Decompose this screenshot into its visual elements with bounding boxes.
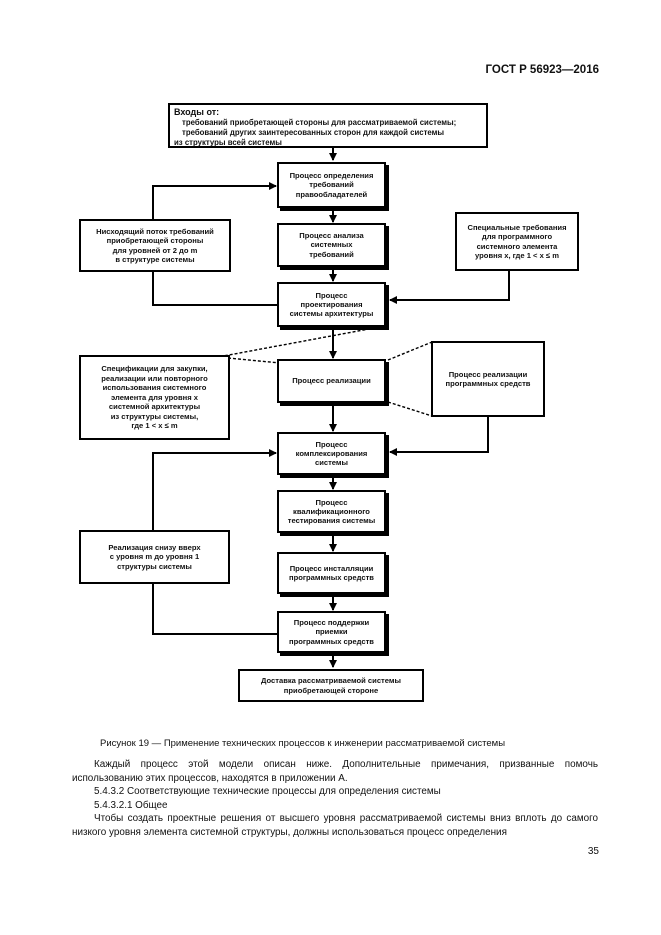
dashed-p4-to-right-top bbox=[387, 341, 433, 361]
side-label: структуры системы bbox=[117, 561, 192, 571]
dashed-spec-to-p4 bbox=[227, 357, 281, 364]
software-implementation-box: Процесс реализации программных средств bbox=[431, 341, 545, 417]
process-integration: Процесс комплексирования системы bbox=[277, 432, 386, 475]
process-label: программных средств bbox=[289, 636, 374, 646]
inputs-line-1: требований приобретающей стороны для рас… bbox=[182, 118, 457, 128]
figure-caption: Рисунок 19 — Применение технических проц… bbox=[100, 738, 506, 749]
process-stakeholder-requirements: Процесс определения требований правообла… bbox=[277, 162, 386, 208]
side-label: с уровня m до уровня 1 bbox=[109, 552, 200, 562]
paragraph: Каждый процесс этой модели описан ниже. … bbox=[72, 759, 598, 784]
process-label: Процесс инсталляции bbox=[289, 563, 374, 573]
inputs-line-3: из структуры всей системы bbox=[174, 137, 282, 147]
inputs-line-2: требований других заинтересованных сторо… bbox=[182, 127, 445, 137]
process-label: Процесс определения bbox=[289, 171, 374, 181]
side-label: приобретающей стороны bbox=[106, 236, 204, 246]
side-label: для уровней от 2 до m bbox=[112, 245, 198, 255]
delivery-label: приобретающей стороне bbox=[283, 685, 379, 695]
process-label: комплексирования bbox=[295, 448, 368, 458]
side-label: Спецификации для закупки, bbox=[101, 364, 208, 374]
side-label: где 1 < x ≤ m bbox=[131, 421, 178, 431]
process-label: приемки bbox=[315, 627, 348, 637]
process-label: квалификационного bbox=[293, 506, 370, 516]
inputs-title: Входы от: bbox=[174, 107, 220, 117]
process-label: программных средств bbox=[289, 573, 374, 582]
right-mid-to-p5 bbox=[389, 417, 489, 456]
requirements-flowdown-box: Нисходящий поток требований приобретающе… bbox=[79, 219, 231, 272]
process-requirements-analysis: Процесс анализа системных требований bbox=[277, 223, 386, 267]
process-label: системы bbox=[314, 458, 349, 468]
dashed-p3-to-spec bbox=[217, 325, 386, 358]
side-label: Реализация снизу вверх bbox=[108, 542, 201, 552]
side-label: Процесс реализации bbox=[448, 369, 528, 379]
process-label: правообладателей bbox=[295, 189, 368, 199]
subsection-heading: 5.4.3.2.1 Общее bbox=[94, 799, 168, 811]
side-label: из структуры системы, bbox=[110, 411, 199, 421]
special-requirements-box: Специальные требования для программного … bbox=[455, 212, 579, 271]
side-label: в структуре системы bbox=[115, 254, 195, 264]
side-label: реализации или повторного bbox=[101, 373, 208, 383]
process-label: Процесс bbox=[315, 290, 348, 300]
process-label: Процесс поддержки bbox=[293, 618, 370, 628]
side-label: программных средств bbox=[445, 379, 531, 388]
process-label: требований bbox=[309, 180, 354, 190]
process-label: системных bbox=[310, 240, 353, 250]
bottom-up-realization-box: Реализация снизу вверх с уровня m до уро… bbox=[79, 530, 230, 584]
process-architecture-design: Процесс проектирования системы архитекту… bbox=[277, 282, 386, 327]
process-software-installation: Процесс инсталляции программных средств bbox=[277, 552, 386, 594]
document-code: ГОСТ Р 56923—2016 bbox=[485, 64, 599, 76]
process-implementation: Процесс реализации bbox=[277, 359, 386, 403]
process-label: требований bbox=[309, 249, 354, 259]
body-text: Каждый процесс этой модели описан ниже. … bbox=[72, 758, 598, 840]
process-label: проектирования bbox=[300, 299, 363, 309]
dashed-p4-to-right-bottom bbox=[387, 401, 433, 417]
side-label: элемента для уровня x bbox=[111, 392, 198, 402]
process-label: Процесс bbox=[315, 439, 348, 449]
delivery-box: Доставка рассматриваемой системы приобре… bbox=[238, 669, 424, 702]
paragraph: Чтобы создать проектные решения от высше… bbox=[72, 813, 598, 838]
side-label: уровня x, где 1 < x ≤ m bbox=[475, 250, 559, 260]
side-label: для программного bbox=[481, 232, 553, 242]
side-label: Специальные требования bbox=[467, 222, 567, 232]
delivery-label: Доставка рассматриваемой системы bbox=[261, 676, 401, 686]
right-top-to-p3 bbox=[389, 270, 510, 304]
procurement-specifications-box: Спецификации для закупки, реализации или… bbox=[79, 355, 230, 440]
page-number: 35 bbox=[587, 846, 599, 857]
side-label: системного элемента bbox=[476, 241, 558, 251]
process-acceptance-support: Процесс поддержки приемки программных ср… bbox=[277, 611, 386, 653]
process-label: Процесс анализа bbox=[299, 231, 364, 241]
side-label: системной архитектуры bbox=[108, 402, 201, 412]
side-label: использования системного bbox=[102, 383, 207, 393]
process-label: Процесс bbox=[315, 497, 348, 507]
section-heading: 5.4.3.2 Соответствующие технические проц… bbox=[94, 786, 441, 798]
process-label: Процесс реализации bbox=[292, 376, 371, 386]
process-qualification-testing: Процесс квалификационного тестирования с… bbox=[277, 490, 386, 533]
inputs-box: Входы от: требований приобретающей сторо… bbox=[168, 103, 488, 148]
process-label: тестирования системы bbox=[287, 516, 376, 526]
process-label: системы архитектуры bbox=[289, 309, 374, 319]
side-label: Нисходящий поток требований bbox=[96, 226, 214, 236]
